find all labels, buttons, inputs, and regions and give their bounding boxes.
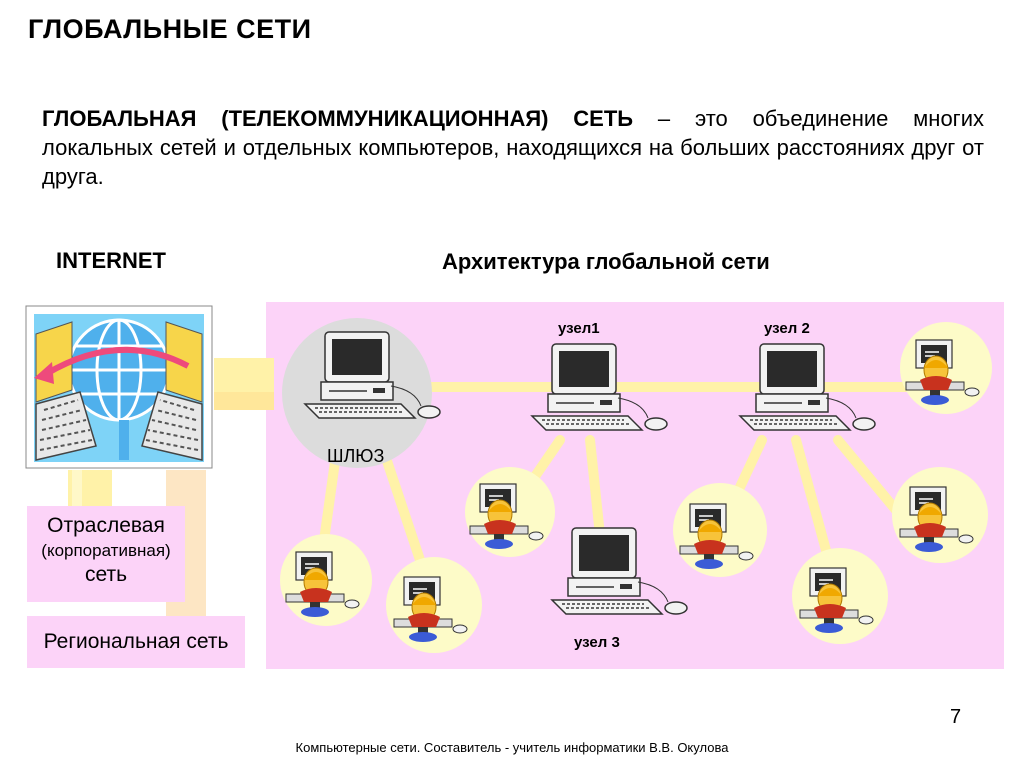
user-stations bbox=[280, 322, 992, 653]
sector-network-line1: Отраслевая bbox=[47, 514, 165, 537]
gateway-label: ШЛЮЗ bbox=[327, 446, 384, 466]
footer-text: Компьютерные сети. Составитель - учитель… bbox=[295, 740, 729, 755]
internet-icon bbox=[25, 305, 213, 469]
definition-body: – это объединение многих локальных сетей… bbox=[42, 106, 984, 189]
internet-label: INTERNET bbox=[56, 248, 166, 273]
slide-title: ГЛОБАЛЬНЫЕ СЕТИ bbox=[28, 14, 312, 44]
node3-label: узел 3 bbox=[574, 634, 620, 651]
gateway-node bbox=[282, 318, 441, 468]
page-number: 7 bbox=[950, 706, 962, 728]
definition-text: ГЛОБАЛЬНАЯ (ТЕЛЕКОММУНИКАЦИОННАЯ) СЕТЬ –… bbox=[42, 104, 984, 191]
node3-computer bbox=[551, 527, 688, 615]
sector-network-line2: (корпоративная) bbox=[41, 541, 171, 560]
architecture-title: Архитектура глобальной сети bbox=[442, 249, 770, 274]
node1-label: узел1 bbox=[558, 320, 600, 337]
definition-term: ГЛОБАЛЬНАЯ (ТЕЛЕКОММУНИКАЦИОННАЯ) СЕТЬ bbox=[42, 106, 634, 131]
regional-network-box: Региональная сеть bbox=[27, 616, 245, 668]
sector-network-box: Отраслевая (корпоративная) сеть bbox=[27, 506, 185, 602]
sector-network-line3: сеть bbox=[84, 563, 128, 586]
node2-label: узел 2 bbox=[764, 320, 810, 337]
